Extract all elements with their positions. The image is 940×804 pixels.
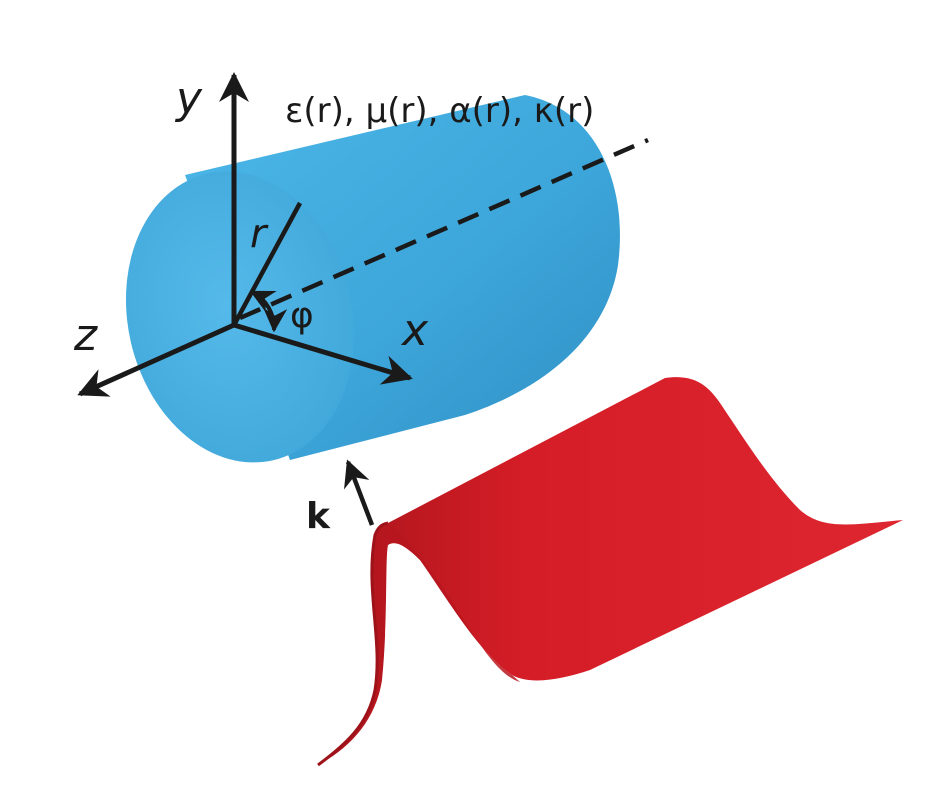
cylinder-axis-dashed — [239, 137, 649, 321]
coordinate-axes — [77, 72, 413, 397]
y-axis-label: y — [174, 73, 203, 124]
material-parameters-label: ε(r), μ(r), α(r), κ(r) — [285, 91, 594, 131]
angle-arc — [249, 290, 288, 333]
wave-sheet — [318, 377, 903, 765]
wave-front-edge — [317, 521, 389, 767]
wave-vector-arrow — [344, 459, 375, 526]
cylinder — [125, 95, 620, 463]
radius-line — [232, 201, 302, 327]
wave-vector-label: k — [306, 496, 331, 537]
radius-label: r — [250, 211, 269, 257]
z-axis-arrow — [77, 322, 236, 397]
incident-wave — [317, 377, 903, 767]
z-axis-label: z — [73, 310, 98, 361]
angle-label: φ — [290, 295, 314, 336]
x-axis-label: x — [400, 305, 429, 356]
wave-crest-shading — [388, 523, 520, 682]
x-axis-arrow — [233, 322, 413, 385]
